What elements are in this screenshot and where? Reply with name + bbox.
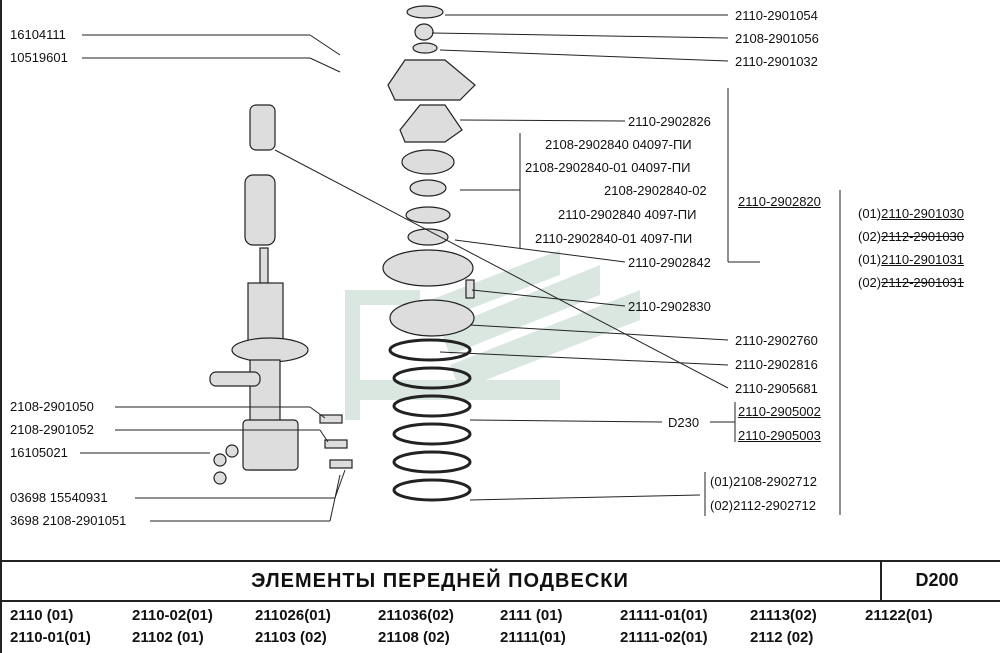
leader-lines: [80, 14, 841, 522]
model-item: 21122(01): [865, 607, 933, 624]
model-item: 2111 (01): [500, 607, 563, 624]
title-row: ЭЛЕМЕНТЫ ПЕРЕДНЕЙ ПОДВЕСКИ D200: [0, 560, 1000, 602]
alt-part-label: (02)2112-2901031: [858, 275, 965, 290]
part-label: 16104111: [10, 27, 66, 42]
part-label: 03698 15540931: [10, 490, 108, 505]
model-item: 21111(01): [500, 629, 566, 646]
part-label: 2110-2905003: [738, 428, 821, 443]
model-item: 21111-01(01): [620, 607, 708, 624]
part-label: 10519601: [10, 50, 68, 65]
model-item: 2110-01(01): [10, 629, 91, 646]
part-label: 2110-2902826: [628, 114, 711, 129]
part-label: 2108-2902840-01 04097-ПИ: [525, 160, 691, 175]
model-item: 21113(02): [750, 607, 817, 624]
part-label: 2110-2905002: [738, 404, 821, 419]
part-label: 2108-2901052: [10, 422, 94, 437]
model-item: 21102 (01): [132, 629, 204, 646]
model-item: 2110-02(01): [132, 607, 213, 624]
part-label: 2108-2902840-02: [604, 183, 707, 198]
part-label: 2108-2902840 04097-ПИ: [545, 137, 692, 152]
model-item: 2110 (01): [10, 607, 74, 624]
part-label: 2110-2902840-01 4097-ПИ: [535, 231, 693, 246]
page-title: ЭЛЕМЕНТЫ ПЕРЕДНЕЙ ПОДВЕСКИ: [251, 570, 629, 592]
part-label: 16105021: [10, 445, 68, 460]
strut-drawing: [209, 104, 353, 485]
coil-spring: [388, 338, 472, 502]
part-label: 2110-2902816: [735, 357, 818, 372]
top-mount-stack: [382, 5, 476, 337]
model-item: 21108 (02): [378, 629, 450, 646]
model-item: 21103 (02): [255, 629, 327, 646]
part-label: 2110-2901054: [735, 8, 818, 23]
part-label: 3698 2108-2901051: [10, 513, 127, 528]
part-label: 2110-2902840 4097-ПИ: [558, 207, 697, 222]
alt-part-label: (02)2112-2901030: [858, 229, 965, 244]
part-label: 2110-2902842: [628, 255, 711, 270]
part-label: 2110-2902830: [628, 299, 711, 314]
part-label: 2110-2905681: [735, 381, 818, 396]
watermark-logo: [345, 250, 640, 420]
part-label: 2110-2901032: [735, 54, 818, 69]
part-label: 2110-2902760: [735, 333, 818, 348]
model-item: 2112 (02): [750, 629, 814, 646]
alt-part-label: (01)2110-2901030: [858, 206, 965, 221]
page-code: D200: [915, 570, 959, 590]
model-item: 211036(02): [378, 607, 454, 624]
part-label: (01)2108-2902712: [710, 474, 817, 489]
alt-part-label: (01)2110-2901031: [858, 252, 965, 267]
model-item: 211026(01): [255, 607, 331, 624]
part-label: 2108-2901056: [735, 31, 819, 46]
part-label: (02)2112-2902712: [710, 498, 817, 513]
part-label: 2110-2902820: [738, 194, 821, 209]
part-label: D230: [668, 415, 700, 430]
model-item: 21111-02(01): [620, 629, 708, 646]
part-label: 2108-2901050: [10, 399, 94, 414]
code-box: D200: [880, 562, 1000, 600]
